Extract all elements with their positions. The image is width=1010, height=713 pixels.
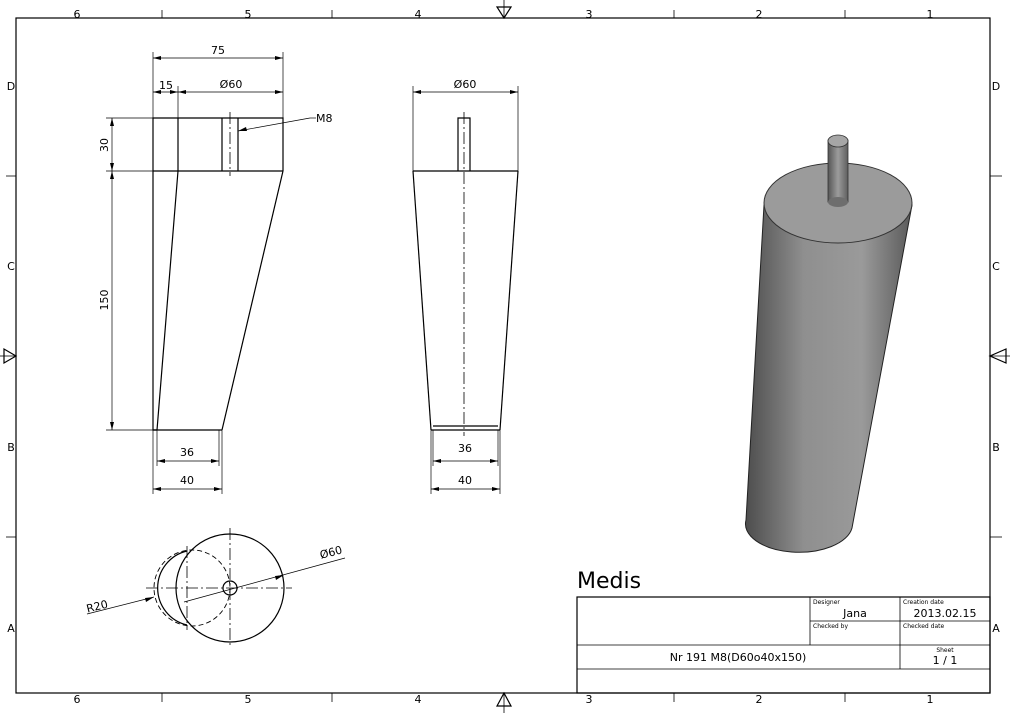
side-dim-bottom-outer: 40 [458, 474, 472, 487]
zone-col-label: 4 [415, 693, 422, 706]
zone-row-label: C [992, 260, 1000, 273]
zone-row-label: B [992, 441, 1000, 454]
sheet-label: Sheet [936, 647, 954, 654]
dim-offset: 15 [159, 79, 173, 92]
zone-row-label: C [7, 260, 15, 273]
dim-thread-depth: 30 [98, 138, 111, 152]
centering-mark-right [988, 348, 1010, 364]
zone-labels: 6 5 4 3 2 1 6 5 4 3 2 1 D C B A D C B A [7, 8, 1000, 706]
centering-mark-left [0, 347, 18, 365]
iso-pin-top [827, 134, 849, 148]
zone-col-label: 2 [756, 8, 763, 21]
side-view: Ø60 36 40 [412, 78, 519, 494]
dim-bottom-inner: 36 [180, 446, 194, 459]
zone-row-label: D [992, 80, 1000, 93]
centering-mark-top [495, 0, 513, 20]
checked-by-label: Checked by [813, 623, 848, 630]
bottom-dim-radius: R20 [85, 598, 109, 616]
company-name: Medis [577, 569, 641, 594]
side-dim-top-diameter: Ø60 [454, 78, 477, 91]
zone-col-label: 2 [756, 693, 763, 706]
zone-row-label: A [992, 622, 1000, 635]
side-dim-bottom-inner: 36 [458, 442, 472, 455]
dim-bottom-outer: 40 [180, 474, 194, 487]
zone-row-label: A [7, 622, 15, 635]
zone-col-label: 1 [927, 8, 934, 21]
iso-pin [827, 139, 849, 203]
zone-col-label: 6 [74, 693, 81, 706]
iso-body [744, 204, 913, 553]
title-block: Medis Designer Jana Creation date 2013.0… [576, 569, 991, 694]
creation-date-value: 2013.02.15 [914, 607, 977, 620]
dim-thread: M8 [316, 112, 333, 125]
part-name: Nr 191 M8(D60o40x150) [670, 651, 807, 664]
zone-col-label: 1 [927, 693, 934, 706]
designer-value: Jana [842, 607, 867, 620]
iso-model [744, 134, 913, 553]
zone-col-label: 3 [586, 8, 593, 21]
zone-col-label: 6 [74, 8, 81, 21]
zone-col-label: 5 [245, 8, 252, 21]
bottom-dim-diameter: Ø60 [318, 543, 343, 561]
zone-col-label: 5 [245, 693, 252, 706]
zone-row-label: D [7, 80, 15, 93]
sheet-value: 1 / 1 [933, 654, 958, 667]
front-view: 75 15 Ø60 M8 30 150 36 [98, 44, 333, 494]
zone-col-label: 3 [586, 693, 593, 706]
designer-label: Designer [813, 599, 840, 606]
dim-overall-width: 75 [211, 44, 225, 57]
creation-date-label: Creation date [903, 599, 944, 606]
checked-date-label: Checked date [903, 623, 944, 630]
dim-height: 150 [98, 290, 111, 311]
zone-row-label: B [7, 441, 15, 454]
dim-top-diameter: Ø60 [220, 78, 243, 91]
zone-col-label: 4 [415, 8, 422, 21]
bottom-view: R20 Ø60 [85, 528, 346, 648]
centering-mark-bottom [495, 691, 513, 713]
